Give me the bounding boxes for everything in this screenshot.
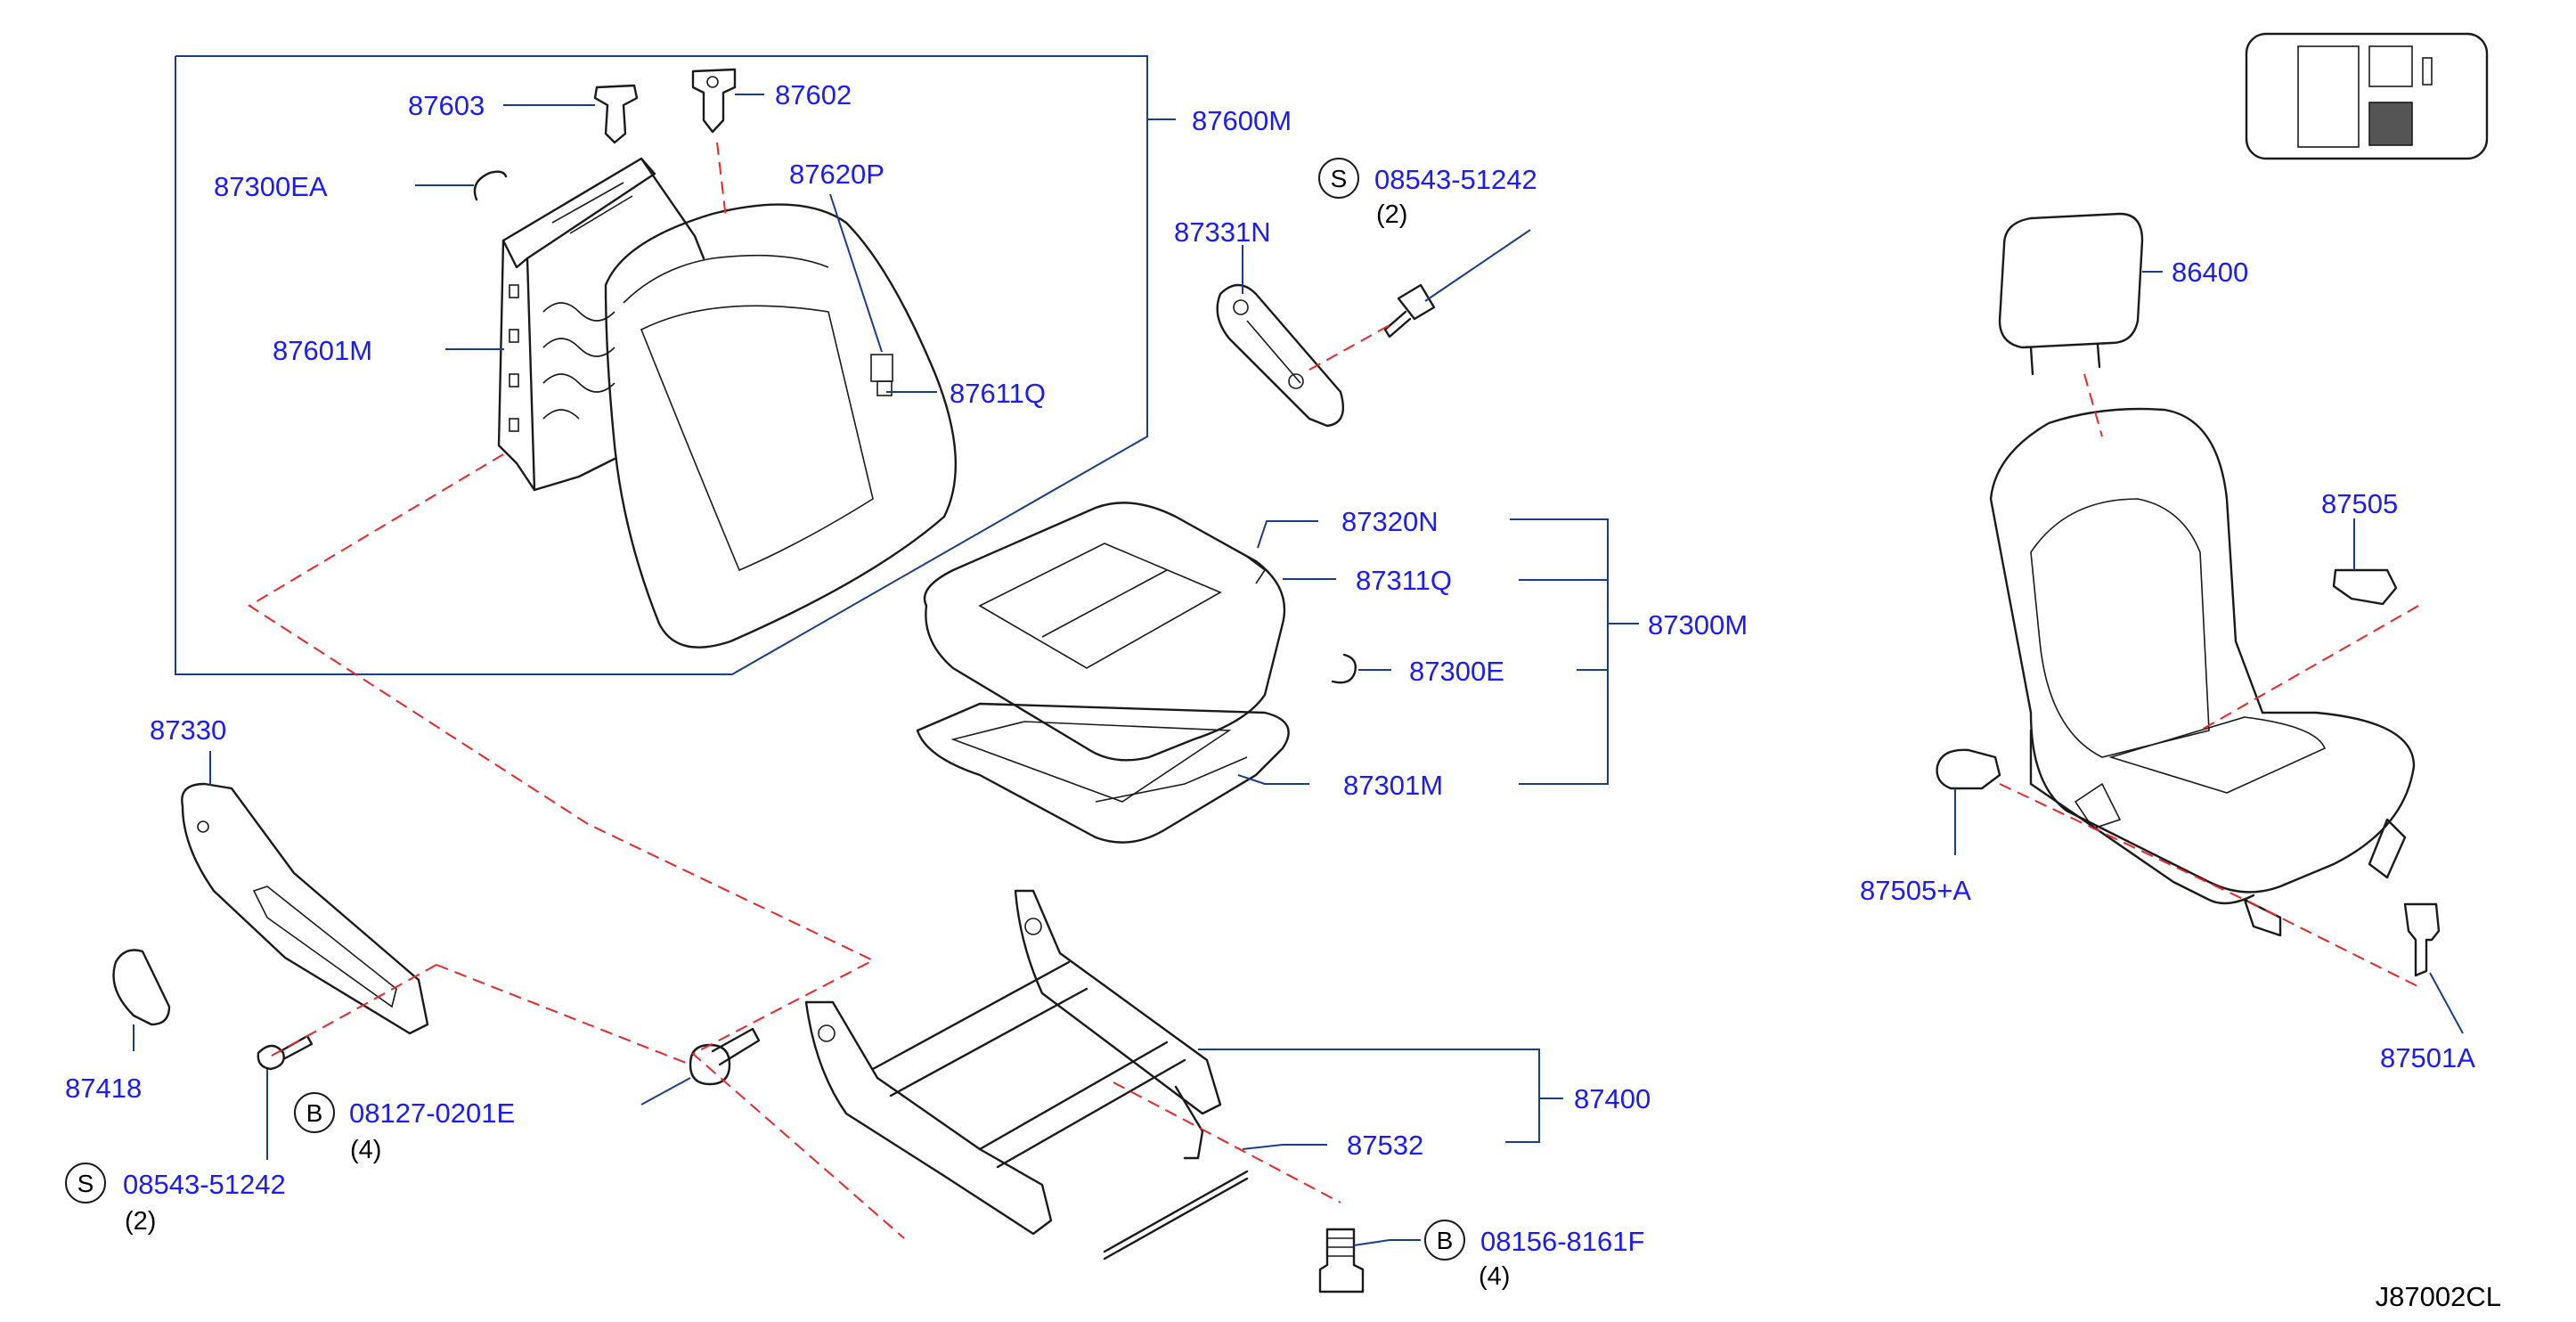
diagram-code: J87002CL xyxy=(2376,1281,2501,1312)
qty-08156: (4) xyxy=(1479,1262,1510,1291)
label-87601m: 87601M xyxy=(273,335,372,366)
seatback-frame-87601m xyxy=(497,157,705,492)
label-87501a: 87501A xyxy=(2380,1042,2475,1073)
label-08156: 08156-8161F xyxy=(1480,1226,1644,1257)
qty-08127: (4) xyxy=(350,1136,381,1164)
screw-symbol-bottom: S xyxy=(65,1163,106,1204)
leader-87532 xyxy=(1242,1144,1327,1150)
leader-87320n xyxy=(1257,520,1318,549)
headrest-86400 xyxy=(1998,212,2144,376)
screw-symbol-top: S xyxy=(1318,158,1359,199)
label-87301m: 87301M xyxy=(1343,770,1443,801)
svg-text:S: S xyxy=(1331,165,1348,192)
label-87320n: 87320N xyxy=(1341,506,1439,537)
clip-87300ea xyxy=(473,170,508,201)
label-87532: 87532 xyxy=(1347,1130,1423,1161)
knob-87418 xyxy=(112,949,171,1026)
headrest-guide-87603 xyxy=(593,84,639,144)
leader-87620p xyxy=(829,193,883,353)
label-87505: 87505 xyxy=(2321,488,2398,519)
cushion-group-bracket xyxy=(1510,518,1609,785)
leader-08127 xyxy=(640,1077,691,1106)
seatback-group-box xyxy=(175,55,1148,675)
label-87602: 87602 xyxy=(775,79,852,110)
label-87505a: 87505+A xyxy=(1860,875,1971,906)
leader-87501a xyxy=(2429,972,2464,1034)
leader-87301m xyxy=(1237,774,1309,785)
bolt-87501a xyxy=(2403,902,2441,977)
finisher-87505 xyxy=(2332,568,2398,606)
label-87400: 87400 xyxy=(1574,1083,1651,1114)
bolt-symbol-08127: B xyxy=(294,1092,335,1133)
label-87311q: 87311Q xyxy=(1356,565,1452,596)
label-08543-bottom: 08543-51242 xyxy=(123,1169,286,1200)
phantom-line-finisher-upper xyxy=(436,964,691,1065)
frame-group-bracket xyxy=(1198,1049,1540,1143)
phantom-line-headrest xyxy=(2083,373,2103,437)
seatback-cushion-87620p xyxy=(604,203,958,649)
screw-08543-bottom xyxy=(257,1034,314,1071)
bolt-08156 xyxy=(1318,1228,1365,1293)
phantom-line-finisher-to-frame xyxy=(271,964,437,1057)
label-87330: 87330 xyxy=(150,714,226,746)
label-87300ea: 87300EA xyxy=(214,171,328,202)
bolt-08127 xyxy=(689,1027,761,1086)
side-cover-87331n xyxy=(1216,283,1345,428)
label-08543-top: 08543-51242 xyxy=(1374,164,1537,195)
phantom-line-guide xyxy=(716,142,727,219)
svg-text:B: B xyxy=(306,1099,323,1127)
leader-08156 xyxy=(1353,1239,1421,1246)
leader-08543-top xyxy=(1424,229,1531,302)
headrest-guide-87602 xyxy=(691,68,737,134)
label-87600m: 87600M xyxy=(1192,105,1292,136)
phantom-line-cover-screw xyxy=(1308,324,1390,371)
side-finisher-87330 xyxy=(181,782,429,1035)
label-87603: 87603 xyxy=(408,90,485,121)
seat-pad-87301m xyxy=(916,702,1290,844)
svg-text:S: S xyxy=(77,1170,94,1197)
phantom-line-bolt-08156 xyxy=(1113,1081,1341,1204)
lever-87532 xyxy=(1103,1170,1249,1261)
label-08127: 08127-0201E xyxy=(349,1098,515,1129)
label-87300m: 87300M xyxy=(1648,609,1748,641)
finisher-87505a xyxy=(1936,748,2001,790)
label-86400: 86400 xyxy=(2172,257,2248,288)
label-87611q: 87611Q xyxy=(950,378,1046,409)
bolt-symbol-08156: B xyxy=(1424,1220,1465,1261)
label-87300e: 87300E xyxy=(1409,656,1504,687)
screw-08543-top xyxy=(1383,283,1436,339)
phantom-line-back-to-frame xyxy=(248,453,905,1239)
qty-08543-top: (2) xyxy=(1376,200,1407,229)
seat-cushion-87311q xyxy=(923,502,1286,762)
car-locator-icon xyxy=(2245,32,2489,160)
label-87331n: 87331N xyxy=(1174,216,1271,248)
qty-08543-bottom: (2) xyxy=(125,1207,156,1236)
phantom-line-87505 xyxy=(2199,605,2419,731)
svg-text:B: B xyxy=(1437,1227,1454,1254)
phantom-line-87505a xyxy=(1999,783,2424,990)
label-87418: 87418 xyxy=(65,1073,142,1104)
label-87620p: 87620P xyxy=(789,159,884,190)
seat-slide-frame-87400 xyxy=(804,889,1222,1236)
clip-87300e xyxy=(1331,653,1357,684)
